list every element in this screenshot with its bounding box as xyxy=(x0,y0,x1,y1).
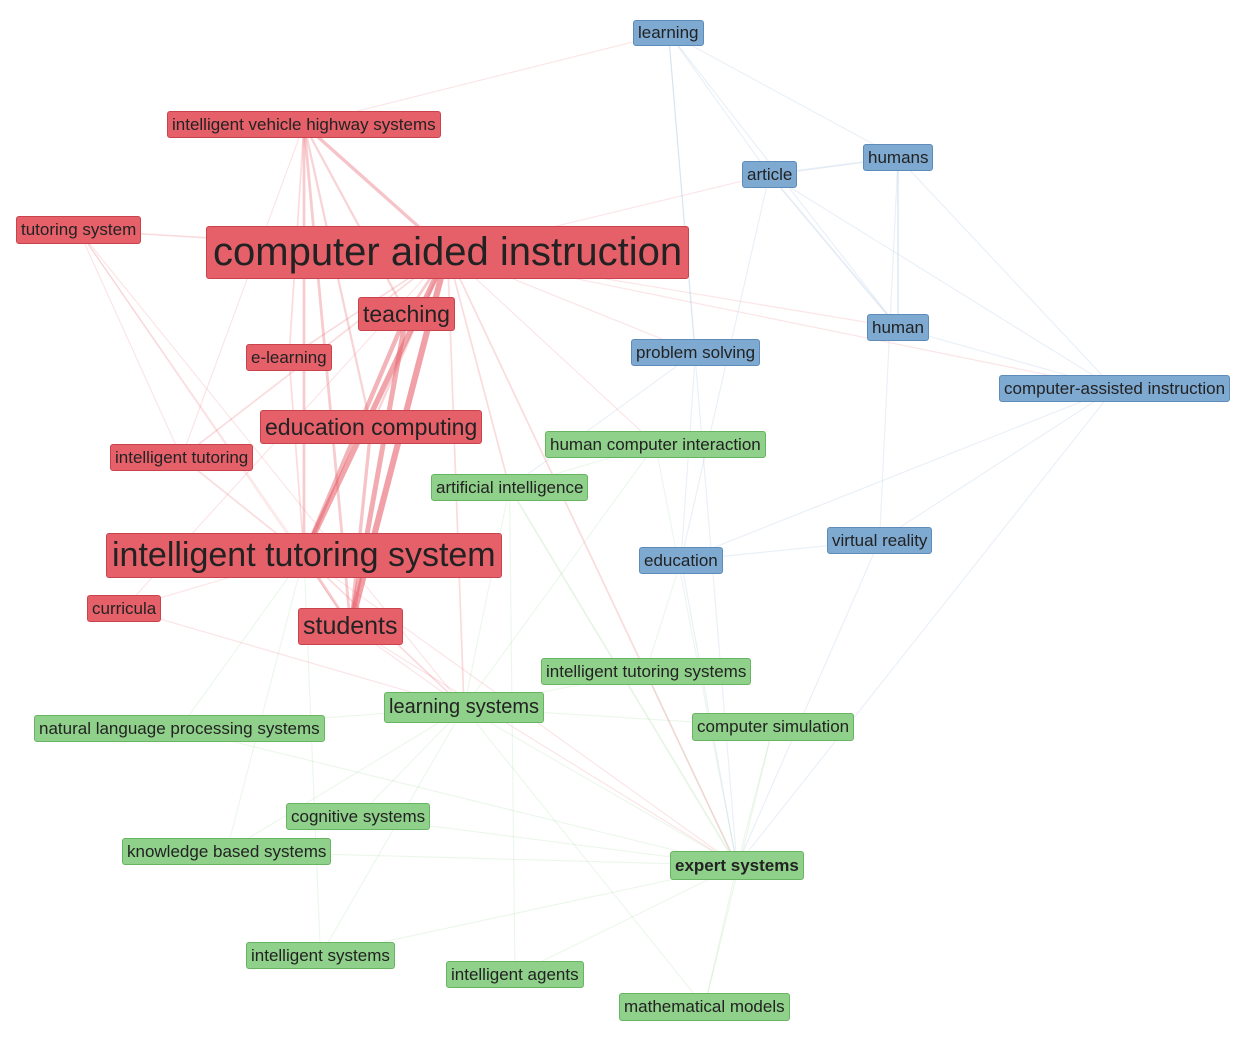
edge-its_plural-education xyxy=(645,559,682,673)
node-computer-simulation[interactable]: computer simulation xyxy=(692,713,855,741)
edge-ivhs-learning xyxy=(303,32,670,126)
node-curricula[interactable]: curricula xyxy=(87,595,162,622)
edge-tutoring_system-its xyxy=(77,229,305,557)
edge-learning-problem_solving xyxy=(667,32,697,354)
node-problem-solving[interactable]: problem solving xyxy=(631,339,761,366)
node-learning-systems[interactable]: learning systems xyxy=(384,692,545,723)
node-mathematical-models[interactable]: mathematical models xyxy=(619,993,790,1021)
node-article[interactable]: article xyxy=(742,161,798,188)
edge-cognitive_systems-learning_systems xyxy=(357,706,465,818)
node-cognitive-systems[interactable]: cognitive systems xyxy=(286,803,431,830)
edge-intelligent_systems-learning_systems xyxy=(319,706,465,957)
node-intelligent-vehicle-highway-systems[interactable]: intelligent vehicle highway systems xyxy=(167,111,441,138)
edge-article-education xyxy=(680,173,771,562)
edge-article-human xyxy=(768,173,899,329)
edge-curricula-learning_systems xyxy=(123,607,465,709)
edge-cai-ai xyxy=(446,251,511,489)
node-virtual-reality[interactable]: virtual reality xyxy=(827,527,933,554)
edge-learning-article xyxy=(667,32,771,176)
node-tutoring-system[interactable]: tutoring system xyxy=(16,216,142,244)
node-learning[interactable]: learning xyxy=(633,20,704,46)
node-intelligent-tutoring[interactable]: intelligent tutoring xyxy=(110,444,254,471)
node-students[interactable]: students xyxy=(298,608,403,645)
edge-kbs-learning_systems xyxy=(225,706,465,853)
edge-computer_assisted-education xyxy=(680,387,1116,562)
edge-cai-education_computing xyxy=(369,251,449,429)
edge-humans-computer_assisted xyxy=(897,156,1116,390)
node-natural-language-processing-systems[interactable]: natural language processing systems xyxy=(34,715,325,742)
node-computer-aided-instruction[interactable]: computer aided instruction xyxy=(206,226,690,279)
node-education[interactable]: education xyxy=(639,547,723,574)
node-expert-systems[interactable]: expert systems xyxy=(670,851,804,880)
edge-its_plural-expert_systems xyxy=(645,670,738,867)
edge-ivhs-teaching xyxy=(302,123,408,316)
node-intelligent-tutoring-system[interactable]: intelligent tutoring system xyxy=(106,533,502,578)
edge-intelligent_systems-expert_systems xyxy=(319,864,738,957)
node-computer-assisted-instruction[interactable]: computer-assisted instruction xyxy=(999,375,1231,402)
node-human[interactable]: human xyxy=(867,314,929,341)
node-knowledge-based-systems[interactable]: knowledge based systems xyxy=(122,838,332,865)
edge-e_learning-its xyxy=(288,356,305,557)
edge-humans-virtual_reality xyxy=(878,156,899,542)
node-artificial-intelligence[interactable]: artificial intelligence xyxy=(431,474,589,501)
edge-math_models-learning_systems xyxy=(463,706,706,1008)
edge-hci-expert_systems xyxy=(654,443,738,867)
edge-cai-expert_systems xyxy=(446,251,738,867)
node-human-computer-interaction[interactable]: human computer interaction xyxy=(545,431,766,458)
edge-nlp-expert_systems xyxy=(178,727,738,867)
node-intelligent-tutoring-systems[interactable]: intelligent tutoring systems xyxy=(541,658,752,685)
edge-ai-learning_systems xyxy=(463,486,511,709)
edge-learning-humans xyxy=(667,32,899,159)
node-intelligent-agents[interactable]: intelligent agents xyxy=(446,961,584,988)
node-education-computing[interactable]: education computing xyxy=(260,410,483,444)
edge-article-computer_assisted xyxy=(768,173,1116,390)
node-intelligent-systems[interactable]: intelligent systems xyxy=(246,942,395,969)
edge-cai-hci xyxy=(446,251,657,446)
edge-math_models-expert_systems xyxy=(703,864,738,1008)
edge-computer_assisted-expert_systems xyxy=(736,387,1116,867)
edge-teaching-students xyxy=(348,311,409,629)
edge-education_computing-students xyxy=(348,425,373,629)
edge-ai-intelligent_agents xyxy=(508,486,516,976)
edge-nlp-its xyxy=(178,554,305,730)
edge-virtual_reality-expert_systems xyxy=(736,539,881,867)
node-e-learning[interactable]: e-learning xyxy=(246,344,332,371)
edge-problem_solving-ai xyxy=(508,351,697,489)
edge-students-expert_systems xyxy=(349,625,738,867)
node-teaching[interactable]: teaching xyxy=(358,297,455,331)
edge-learning_systems-expert_systems xyxy=(463,706,738,867)
node-humans[interactable]: humans xyxy=(863,144,934,171)
edge-tutoring_system-intelligent_tutoring xyxy=(77,229,183,459)
edge-hci-learning_systems xyxy=(463,443,657,709)
edge-kbs-its xyxy=(225,554,305,853)
edge-intelligent_agents-expert_systems xyxy=(514,864,738,976)
edge-ivhs-intelligent_tutoring xyxy=(180,123,305,459)
edge-computer_assisted-virtual_reality xyxy=(878,387,1116,542)
edge-computer_simulation-expert_systems xyxy=(736,726,774,867)
